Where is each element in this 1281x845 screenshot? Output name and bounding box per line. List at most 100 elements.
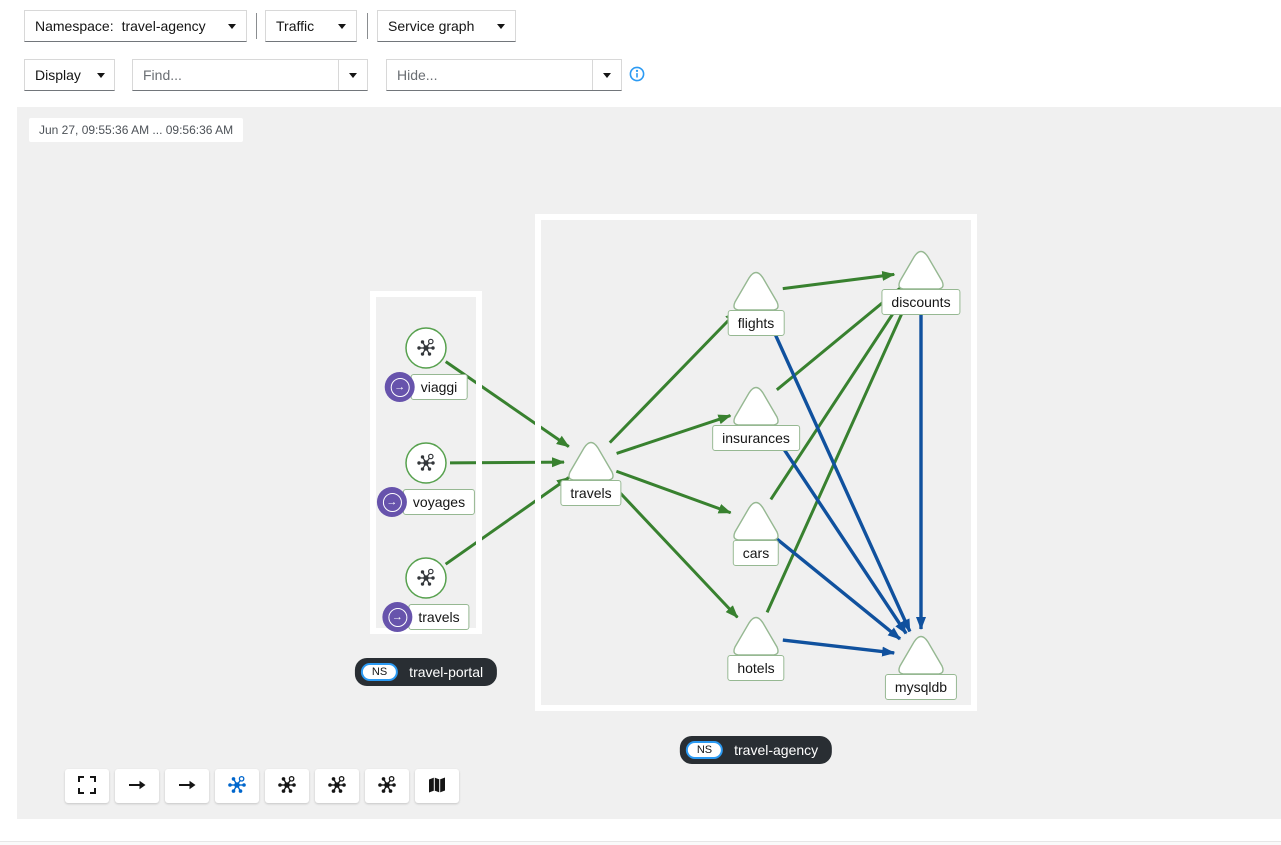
node-hotels[interactable]: [733, 616, 779, 656]
node-label-group-flights: flights: [727, 310, 785, 336]
display-dropdown[interactable]: Display: [24, 59, 115, 91]
service-graph-canvas[interactable]: Jun 27, 09:55:36 AM ... 09:56:36 AM NS tr…: [17, 107, 1281, 819]
node-label-group-voyages: → voyages: [376, 487, 476, 517]
node-insurances[interactable]: [733, 386, 779, 426]
edge-insurances-discounts[interactable]: [775, 287, 902, 391]
node-label-travels-wl[interactable]: travels: [408, 604, 470, 630]
mesh-icon: [417, 338, 435, 356]
node-label-discounts[interactable]: discounts: [881, 289, 961, 315]
namespace-badge-label: travel-portal: [409, 664, 484, 680]
namespace-badge-label: travel-agency: [734, 742, 819, 758]
network-icon: [227, 775, 247, 798]
chevron-down-icon: [497, 23, 505, 29]
hide-options-toggle[interactable]: [592, 60, 621, 90]
ns-pill: NS: [360, 663, 399, 681]
edge-hotels-discounts[interactable]: [765, 294, 912, 614]
separator: [256, 13, 257, 39]
find-options-toggle[interactable]: [338, 60, 367, 90]
namespace-select-label: Namespace:: [35, 18, 114, 34]
traffic-dropdown[interactable]: Traffic: [265, 10, 357, 42]
ns-pill: NS: [685, 741, 724, 759]
node-label-group-travels-wl: →travels: [382, 602, 470, 632]
time-range-badge: Jun 27, 09:55:36 AM ... 09:56:36 AM: [29, 118, 244, 142]
edge-travels-flights[interactable]: [608, 310, 739, 444]
arrow-right-icon: →: [386, 496, 398, 508]
graph-svg: [405, 250, 944, 675]
traffic-dropdown-label: Traffic: [276, 18, 315, 34]
traffic-source-badge: →: [382, 602, 413, 632]
edge-cars-mysqldb[interactable]: [775, 537, 902, 641]
layout-cose-button[interactable]: [265, 769, 309, 803]
node-label-group-cars: cars: [732, 540, 780, 566]
node-label-voyages[interactable]: voyages: [402, 489, 476, 515]
layout-cola-button[interactable]: [215, 769, 259, 803]
edge-travels-cars[interactable]: [615, 469, 732, 515]
arrow-right-icon: [177, 775, 197, 798]
node-label-group-travels: travels: [560, 480, 622, 506]
chevron-down-icon: [349, 72, 357, 78]
node-label-travels[interactable]: travels: [560, 480, 622, 506]
separator: [367, 13, 368, 39]
find-input[interactable]: [133, 60, 338, 90]
node-label-insurances[interactable]: insurances: [712, 425, 800, 451]
arrow-right-icon: [127, 775, 147, 798]
zoom-to-fit-button[interactable]: [65, 769, 109, 803]
layout-dagre-button[interactable]: [115, 769, 159, 803]
info-circle-icon[interactable]: [629, 66, 645, 82]
namespace-select-value: travel-agency: [121, 18, 206, 34]
edge-travels-hotels[interactable]: [608, 480, 739, 619]
traffic-source-badge: →: [384, 372, 415, 402]
chevron-down-icon: [96, 72, 105, 78]
hide-input-group: [386, 59, 622, 91]
arrow-right-icon: →: [394, 381, 406, 393]
find-input-group: [132, 59, 368, 91]
graph-type-dropdown[interactable]: Service graph: [377, 10, 516, 42]
node-label-group-mysqldb: mysqldb: [884, 674, 958, 700]
edge-travels-insurances[interactable]: [616, 414, 732, 455]
expand-icon: [77, 775, 97, 798]
edge-voyages-travels[interactable]: [449, 457, 566, 468]
node-label-group-hotels: hotels: [727, 655, 785, 681]
layout-grid-button[interactable]: [365, 769, 409, 803]
traffic-source-badge: →: [376, 487, 407, 517]
node-travels[interactable]: [568, 441, 614, 481]
chevron-down-icon: [338, 23, 346, 29]
namespace-badge-travel-agency[interactable]: NS travel-agency: [679, 736, 833, 764]
node-cars[interactable]: [733, 501, 779, 541]
edge-hotels-mysqldb[interactable]: [782, 638, 896, 657]
legend-button[interactable]: [415, 769, 459, 803]
map-icon: [427, 775, 447, 798]
node-label-group-discounts: discounts: [881, 289, 961, 315]
network-icon: [377, 775, 397, 798]
node-label-group-insurances: insurances: [712, 425, 800, 451]
node-label-viaggi[interactable]: viaggi: [410, 374, 468, 400]
namespace-box-travel-portal: [370, 291, 482, 634]
node-flights[interactable]: [733, 271, 779, 311]
namespace-box-travel-agency: [535, 214, 977, 711]
page-bottom-rule: [0, 841, 1281, 845]
node-label-mysqldb[interactable]: mysqldb: [884, 674, 958, 700]
namespace-badge-travel-portal[interactable]: NS travel-portal: [354, 658, 498, 686]
graph-toolbar-header: Namespace: travel-agency Traffic Service…: [0, 0, 1281, 107]
node-discounts[interactable]: [898, 250, 944, 290]
chevron-down-icon: [228, 23, 236, 29]
node-label-hotels[interactable]: hotels: [727, 655, 785, 681]
node-mysqldb[interactable]: [898, 635, 944, 675]
network-icon: [277, 775, 297, 798]
graph-type-dropdown-label: Service graph: [388, 18, 475, 34]
edge-insurances-mysqldb[interactable]: [769, 428, 908, 635]
edge-flights-mysqldb[interactable]: [765, 315, 912, 633]
layout-breadthfirst-button[interactable]: [165, 769, 209, 803]
chevron-down-icon: [603, 72, 611, 78]
namespace-select[interactable]: Namespace: travel-agency: [24, 10, 247, 42]
hide-input[interactable]: [387, 60, 592, 90]
edge-travels-wl-travels[interactable]: [444, 476, 570, 566]
network-icon: [327, 775, 347, 798]
node-label-cars[interactable]: cars: [732, 540, 780, 566]
mesh-icon: [417, 453, 435, 471]
node-label-flights[interactable]: flights: [727, 310, 785, 336]
graph-bottom-toolbar: [65, 769, 459, 803]
layout-concentric-button[interactable]: [315, 769, 359, 803]
display-dropdown-label: Display: [35, 67, 81, 83]
edge-flights-discounts[interactable]: [782, 270, 896, 291]
